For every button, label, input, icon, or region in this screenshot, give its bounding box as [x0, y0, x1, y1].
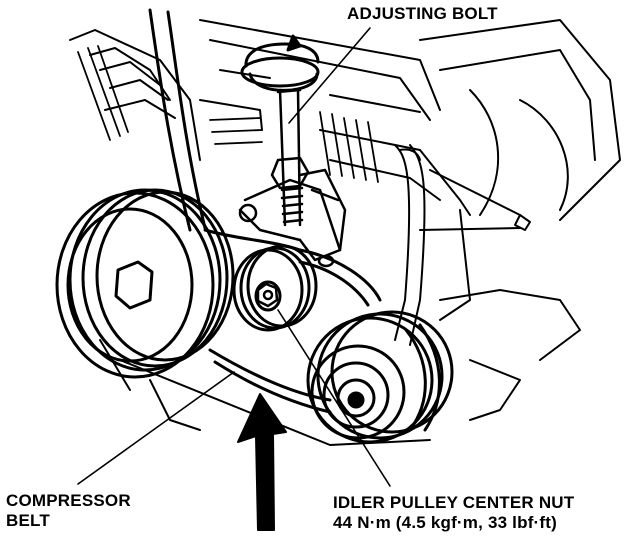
idler-pulley-nut-label: IDLER PULLEY CENTER NUT 44 N·m (4.5 kgf·… — [333, 493, 574, 533]
engine-block — [69, 19, 621, 446]
compressor-belt-label: COMPRESSOR BELT — [6, 491, 131, 531]
housing-fins — [77, 45, 379, 183]
leader-adjusting-bolt — [288, 27, 371, 124]
leader-lines — [77, 27, 391, 487]
leader-compressor-belt — [77, 371, 235, 485]
idler-pulley-nut-torque-spec: 44 N·m (4.5 kgf·m, 33 lbf·ft) — [333, 513, 557, 532]
idler-pulley — [232, 244, 318, 332]
leader-idler-nut — [277, 309, 391, 487]
idler-pulley-nut-label-line1: IDLER PULLEY CENTER NUT — [333, 493, 575, 512]
force-direction-arrow-icon — [237, 393, 287, 531]
compressor-pulley — [306, 310, 454, 444]
adjusting-bolt-label: ADJUSTING BOLT — [347, 4, 498, 24]
compressor-belt-label-line1: COMPRESSOR — [6, 491, 131, 510]
adjusting-bolt — [270, 88, 310, 227]
crankshaft-pulley — [55, 188, 235, 379]
rotation-arrow-icon — [240, 34, 320, 92]
idler-pulley-center-nut — [256, 282, 279, 308]
adjusting-bolt-label-text: ADJUSTING BOLT — [347, 4, 498, 23]
compressor-belt-label-line2: BELT — [6, 511, 50, 530]
